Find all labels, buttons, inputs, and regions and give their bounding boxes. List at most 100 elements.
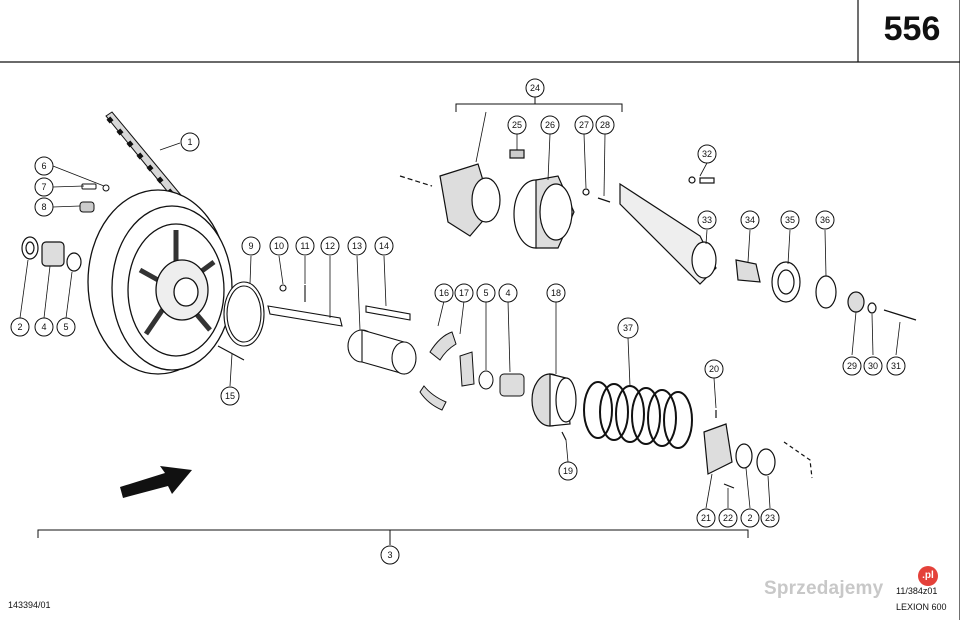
callout-5-left: 5	[56, 317, 76, 337]
callout-label: 15	[225, 391, 235, 401]
callout-label: 35	[785, 215, 795, 225]
callout-33: 33	[697, 210, 717, 230]
callout-label: 16	[439, 288, 449, 298]
callout-36: 36	[815, 210, 835, 230]
callout-12: 12	[320, 236, 340, 256]
assembly-bracket-24	[455, 96, 623, 112]
callout-35: 35	[780, 210, 800, 230]
end-plate-parts	[703, 410, 813, 489]
callout-16: 16	[434, 283, 454, 303]
callout-label: 30	[868, 361, 878, 371]
callout-25: 25	[507, 115, 527, 135]
upper-assembly	[399, 149, 611, 249]
callout-label: 28	[600, 120, 610, 130]
callout-5-mid: 5	[476, 283, 496, 303]
callout-label: 2	[17, 322, 22, 332]
callout-28: 28	[595, 115, 615, 135]
callout-34: 34	[740, 210, 760, 230]
callout-label: 33	[702, 215, 712, 225]
callout-19: 19	[558, 461, 578, 481]
callout-label: 19	[563, 466, 573, 476]
direction-arrow-icon	[120, 466, 192, 498]
callout-23: 23	[760, 508, 780, 528]
callout-label: 2	[747, 513, 752, 523]
callout-label: 4	[41, 322, 46, 332]
callout-label: 6	[41, 161, 46, 171]
callout-label: 5	[483, 288, 488, 298]
callout-label: 32	[702, 149, 712, 159]
left-small-parts	[21, 236, 82, 272]
callout-label: 14	[379, 241, 389, 251]
callout-label: 8	[41, 202, 46, 212]
callout-15: 15	[220, 386, 240, 406]
callout-label: 3	[387, 550, 392, 560]
callout-24: 24	[525, 78, 545, 98]
right-parts	[619, 176, 917, 321]
callouts: 1 6 7 8 2 4 5 9 10 11 12 13 14 15 16 17 …	[10, 78, 906, 565]
callout-label: 4	[505, 288, 510, 298]
callout-label: 37	[623, 323, 633, 333]
callout-label: 24	[530, 83, 540, 93]
callout-20: 20	[704, 359, 724, 379]
callout-label: 31	[891, 361, 901, 371]
callout-17: 17	[454, 283, 474, 303]
callout-label: 21	[701, 513, 711, 523]
document-id: 143394/01	[8, 600, 51, 610]
watermark-text: Sprzedajemy	[764, 578, 884, 599]
callout-7: 7	[34, 177, 54, 197]
callout-2-left: 2	[10, 317, 30, 337]
callout-6: 6	[34, 156, 54, 176]
callout-9: 9	[241, 236, 261, 256]
callout-label: 34	[745, 215, 755, 225]
callout-label: 11	[300, 241, 309, 251]
callout-4-left: 4	[34, 317, 54, 337]
callout-2-right: 2	[740, 508, 760, 528]
callout-13: 13	[347, 236, 367, 256]
callout-37: 37	[617, 317, 639, 339]
callout-label: 12	[325, 241, 335, 251]
callout-31: 31	[886, 356, 906, 376]
callout-label: 27	[579, 120, 589, 130]
fastener-parts	[79, 183, 110, 213]
callout-label: 26	[545, 120, 555, 130]
variator-pulley	[87, 189, 233, 375]
compression-spring	[583, 381, 693, 449]
callout-30: 30	[863, 356, 883, 376]
callout-4-mid: 4	[498, 283, 518, 303]
watermark-badge: .pl	[918, 566, 938, 586]
callout-label: 29	[847, 361, 857, 371]
callout-29: 29	[842, 356, 862, 376]
callout-label: 10	[274, 241, 284, 251]
model-label: LEXION 600	[896, 602, 947, 612]
callout-18: 18	[546, 283, 566, 303]
callout-8: 8	[34, 197, 54, 217]
callout-label: 18	[551, 288, 561, 298]
callout-1: 1	[180, 132, 200, 152]
leader-lines	[19, 111, 901, 509]
middle-parts	[217, 281, 417, 375]
callout-label: 36	[820, 215, 830, 225]
callout-label: 17	[459, 288, 469, 298]
callout-label: 9	[248, 241, 253, 251]
callout-11: 11	[295, 236, 315, 256]
callout-label: 5	[63, 322, 68, 332]
callout-32: 32	[697, 144, 717, 164]
callout-26: 26	[540, 115, 560, 135]
callout-label: 25	[512, 120, 522, 130]
callout-label: 22	[723, 513, 733, 523]
callout-label: 7	[41, 182, 46, 192]
callout-14: 14	[374, 236, 394, 256]
callout-21: 21	[696, 508, 716, 528]
callout-label: 23	[765, 513, 775, 523]
callout-3: 3	[380, 545, 400, 565]
hub-18	[531, 373, 577, 441]
figure-id: 11/384z01	[896, 586, 938, 596]
callout-10: 10	[269, 236, 289, 256]
callout-22: 22	[718, 508, 738, 528]
shoe-segments	[419, 331, 525, 411]
callout-label: 1	[187, 137, 192, 147]
callout-label: 20	[709, 364, 719, 374]
callout-label: 13	[352, 241, 362, 251]
